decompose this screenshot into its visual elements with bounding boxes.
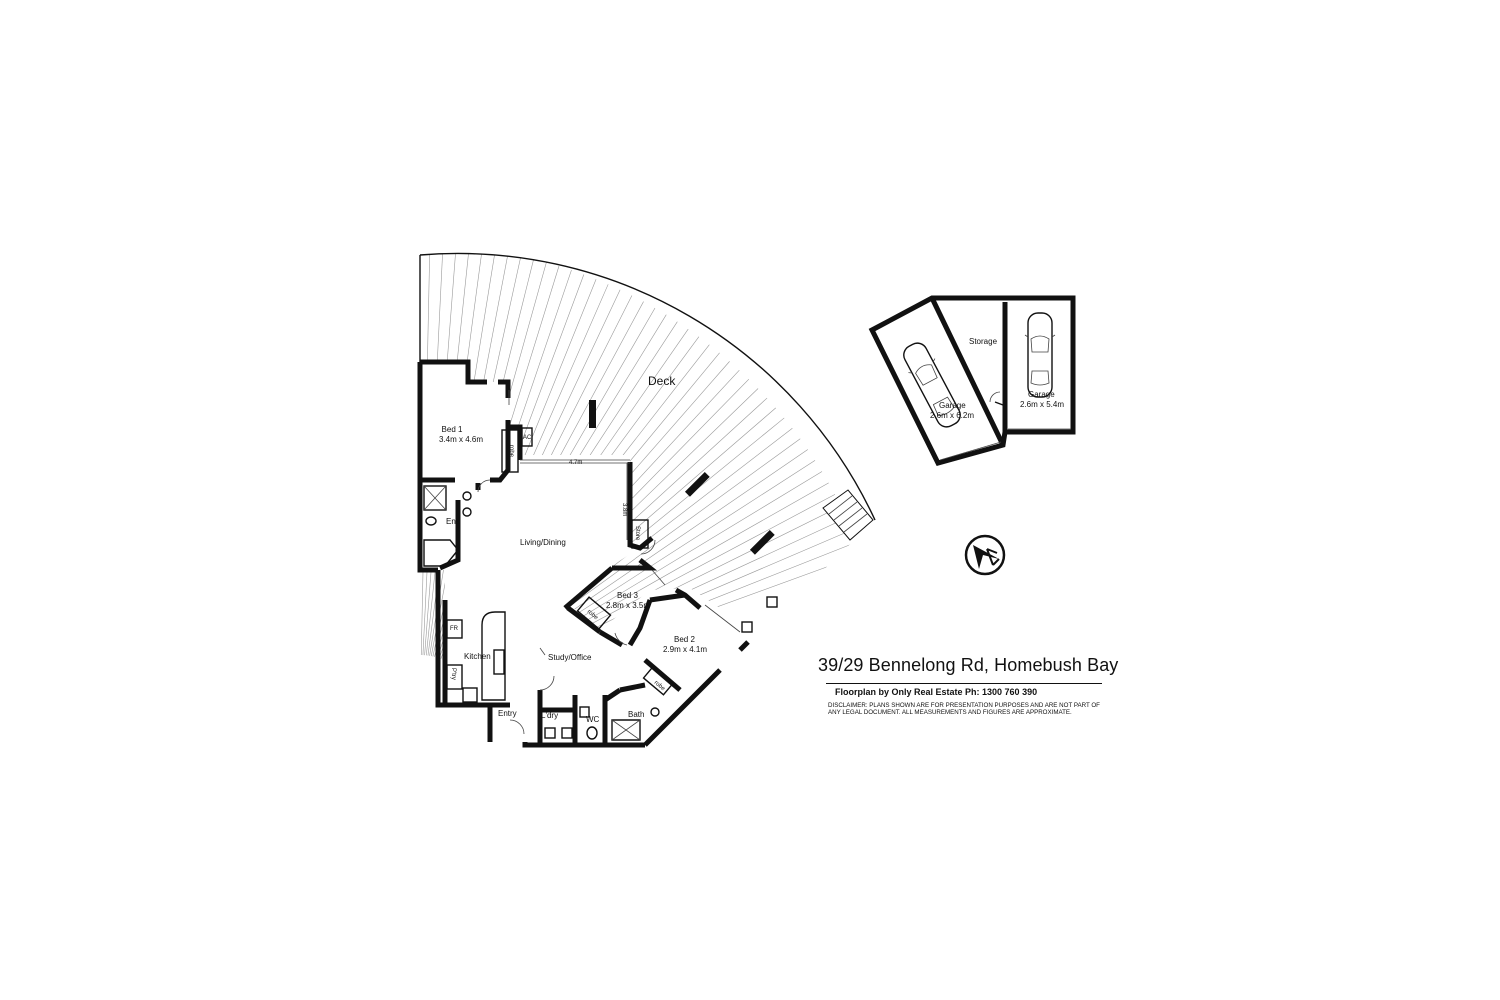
kitchen-label: Kitchen	[464, 652, 491, 661]
bath-label: Bath	[628, 710, 644, 719]
dim-width-label: 4.7m	[569, 460, 582, 466]
bed2-size: 2.9m x 4.1m	[663, 645, 707, 654]
car-icon	[903, 342, 961, 428]
divider	[826, 683, 1102, 684]
deck-stairs	[822, 489, 874, 541]
garage-plan: Storage Garage 2.6m x 6.2m Garage 2.6m x…	[868, 295, 1076, 466]
garage-right-size: 2.6m x 5.4m	[1020, 400, 1064, 409]
storage-label: Storage	[969, 337, 998, 346]
garage-left-label: Garage	[939, 401, 966, 410]
floorplan-credit: Floorplan by Only Real Estate Ph: 1300 7…	[835, 687, 1038, 697]
car-icon	[1024, 312, 1056, 398]
bed3-size: 2.8m x 3.5m	[606, 601, 650, 610]
ens-label: Ens	[446, 517, 460, 526]
deck-label: Deck	[648, 374, 676, 388]
disclaimer: DISCLAIMER: PLANS SHOWN ARE FOR PRESENTA…	[828, 702, 1100, 717]
garage-right-label: Garage	[1028, 390, 1055, 399]
living-label: Living/Dining	[520, 538, 566, 547]
garage-left-size: 2.6m x 6.2m	[930, 411, 974, 420]
laundry-label: L'dry	[541, 711, 558, 720]
deck-post	[684, 471, 710, 497]
entry-label: Entry	[498, 709, 517, 718]
fridge-label: FR	[450, 626, 459, 632]
bed2-label: Bed 2	[674, 635, 695, 644]
deck-post	[589, 400, 596, 428]
room-labels: Deck Bed 1 3.4m x 4.6m robe AC Ens Livin…	[439, 374, 707, 724]
property-address: 39/29 Bennelong Rd, Homebush Bay	[818, 655, 1119, 675]
deck-hatch-line	[404, 245, 418, 655]
wc-label: WC	[586, 715, 600, 724]
apartment-floor	[417, 359, 778, 748]
deck-post	[749, 529, 775, 555]
north-arrow-icon	[964, 534, 1006, 576]
robe1-label: robe	[508, 445, 514, 458]
bed1-label: Bed 1	[442, 425, 463, 434]
dim-depth-label: 3.8m	[621, 503, 627, 516]
bed3-label: Bed 3	[617, 591, 638, 600]
pantry-label: P'try	[450, 668, 456, 680]
bed1-size: 3.4m x 4.6m	[439, 435, 483, 444]
study-label: Study/Office	[548, 653, 592, 662]
ac-label: AC	[523, 435, 532, 441]
store-label: Store	[634, 526, 640, 541]
